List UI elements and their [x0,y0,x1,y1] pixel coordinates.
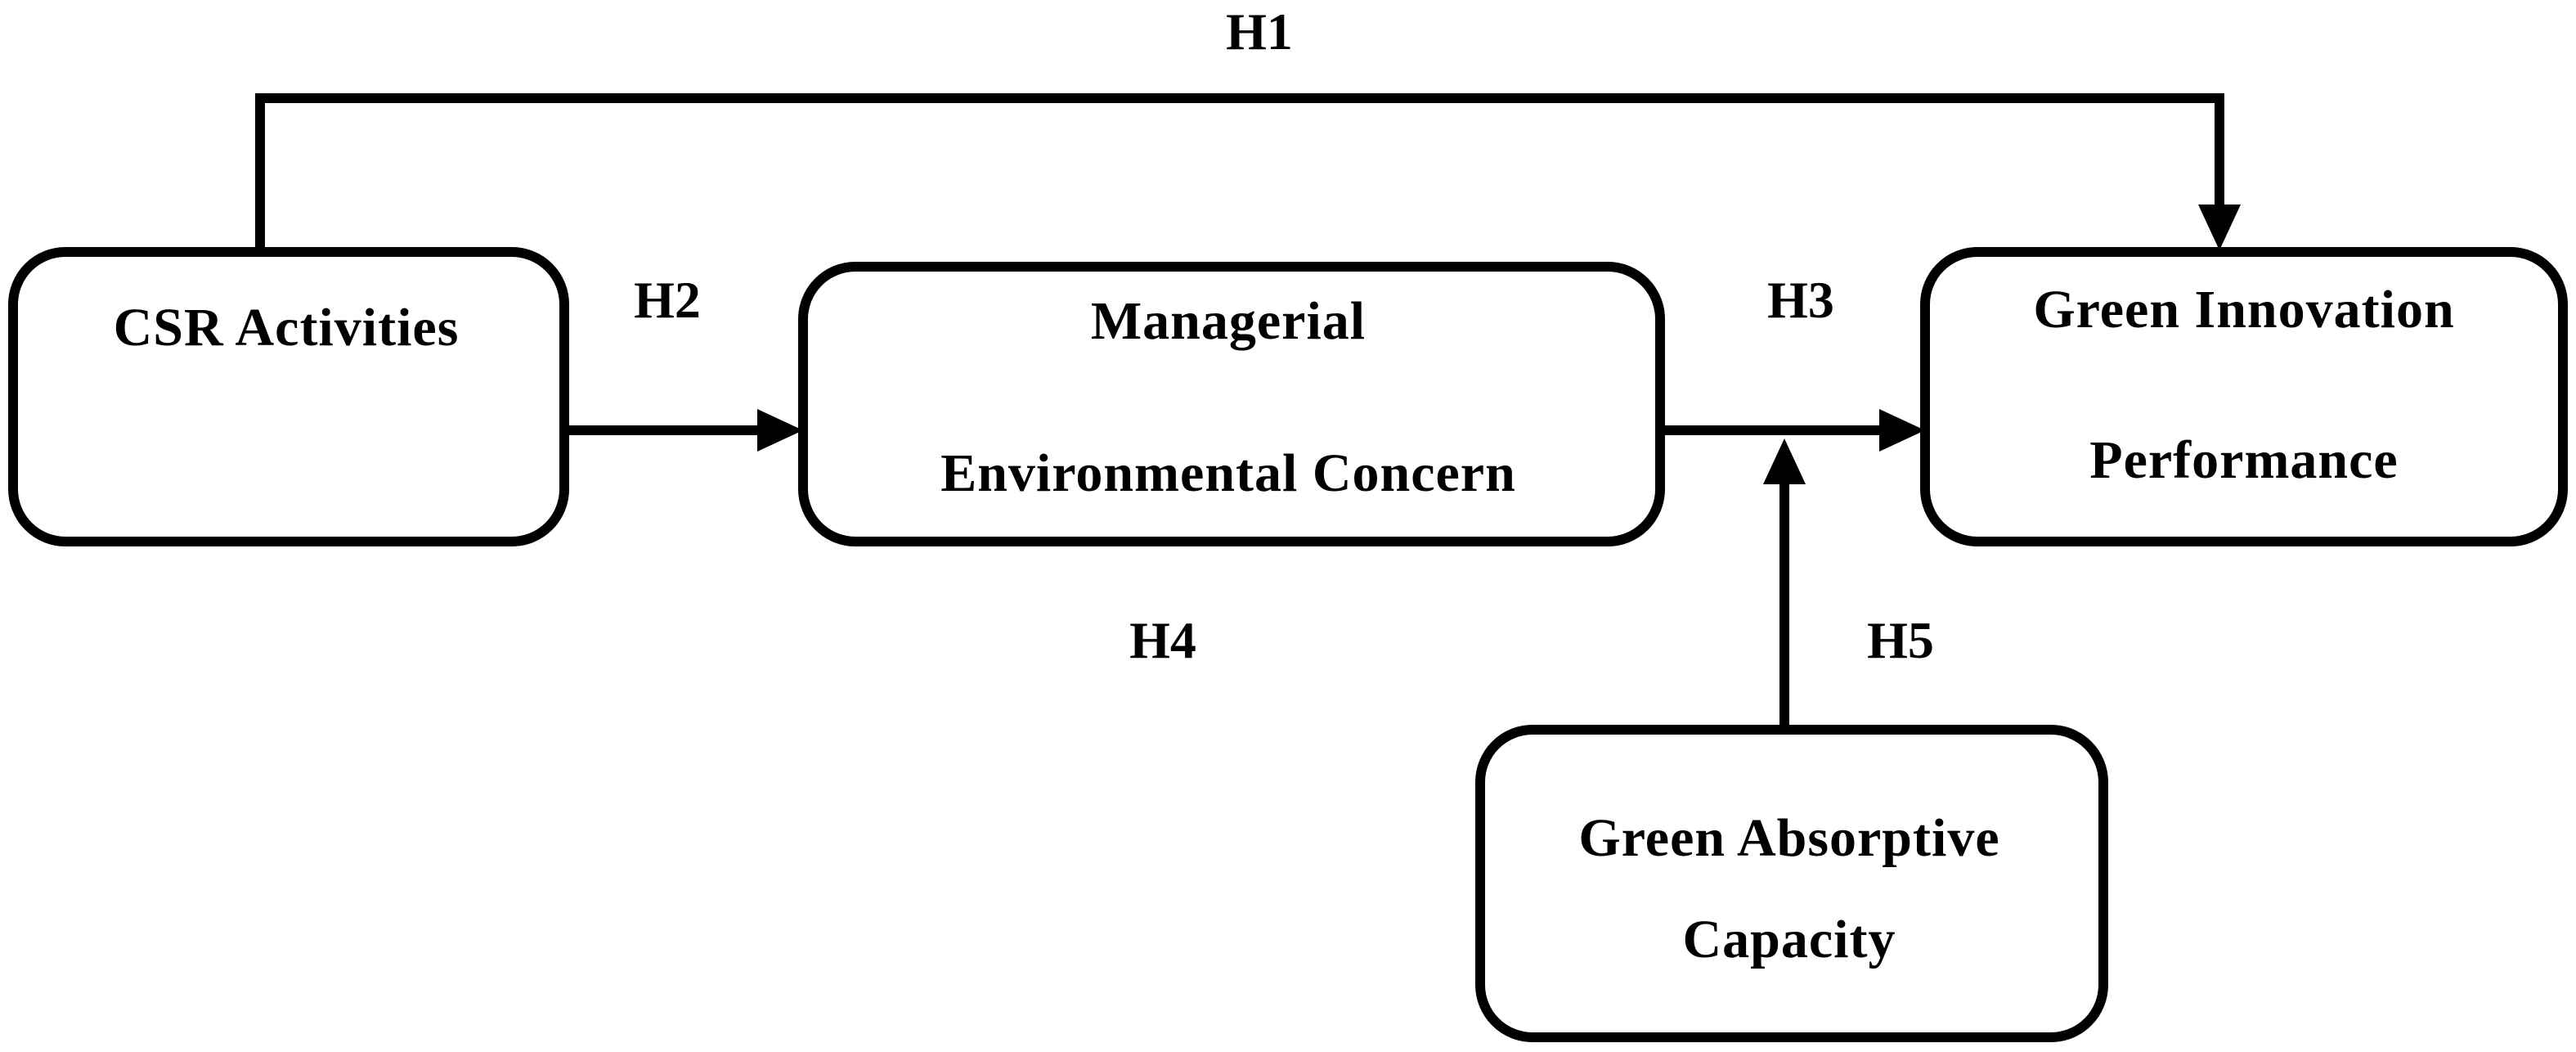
h1-arrowhead [2198,205,2241,250]
h5-arrowhead [1763,438,1806,484]
h1-label: H1 [1226,2,1293,61]
h2-label: H2 [634,271,701,329]
h4-label: H4 [1129,611,1196,669]
h5-label: H5 [1867,611,1934,669]
h3-label: H3 [1767,271,1834,329]
csr-activities-box [8,247,569,546]
gac-label-line-1: Green Absorptive [1578,808,1999,868]
green-innovation-performance-box [1920,247,2568,546]
mec-label-line-2: Environmental Concern [940,443,1516,503]
h3-arrowhead [1879,409,1925,452]
h2-arrowhead [757,409,803,452]
gip-label-line-2: Performance [2089,430,2398,490]
csr-activities-label: CSR Activities [114,298,460,357]
green-absorptive-capacity-box [1475,725,2108,1042]
h1-connector [255,93,2224,252]
gip-label-line-1: Green Innovation [2033,280,2454,339]
managerial-environmental-concern-box [798,262,1665,546]
gac-label-line-2: Capacity [1683,910,1896,969]
mec-label-line-1: Managerial [1091,291,1366,351]
